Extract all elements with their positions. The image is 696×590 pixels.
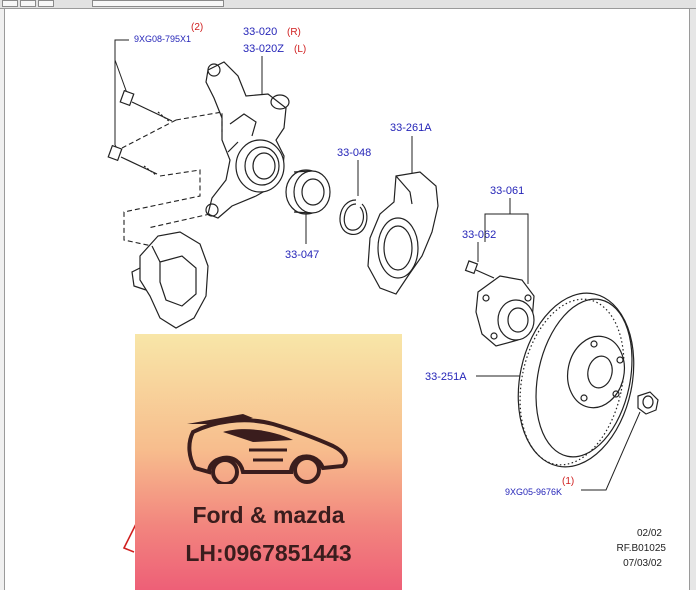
hub-assy-label: 33-061 <box>490 185 524 197</box>
bearing-label: 33-047 <box>285 249 319 261</box>
knuckle-l-side: (L) <box>294 44 306 55</box>
stamp-fragment <box>122 523 137 553</box>
toolbar-field[interactable] <box>92 0 224 7</box>
knuckle-r-side: (R) <box>287 27 301 38</box>
wheel-hub <box>464 198 535 347</box>
disc-label: 33-251A <box>425 371 467 383</box>
nut-qty-label: (1) <box>562 476 574 487</box>
mounting-bolts <box>107 39 173 176</box>
dust-shield-label: 33-261A <box>390 122 432 134</box>
viewer-toolbar <box>0 0 696 9</box>
wheel-bearing <box>285 169 331 244</box>
sports-car-icon <box>187 414 348 484</box>
advertisement-overlay: Ford & mazda LH:0967851443 <box>135 334 402 590</box>
ad-brand-text: Ford & mazda <box>192 502 345 528</box>
snap-ring <box>339 160 368 235</box>
brake-disc <box>476 292 635 468</box>
bolt-code-label: 9XG08-795X1 <box>134 34 191 44</box>
footer-page: 02/02 <box>637 528 662 539</box>
dust-shield <box>367 136 439 295</box>
assembly-guide-lines <box>121 111 223 247</box>
footer-ref: RF.B01025 <box>617 543 667 554</box>
vertical-scrollbar[interactable] <box>690 9 696 590</box>
toolbar-button[interactable] <box>20 0 36 7</box>
snap-ring-label: 33-048 <box>337 147 371 159</box>
toolbar-button[interactable] <box>2 0 18 7</box>
nut-code-label: 9XG05-9676K <box>505 487 562 497</box>
brake-caliper <box>131 231 209 329</box>
footer-date: 07/03/02 <box>623 558 662 569</box>
steering-knuckle <box>205 56 290 219</box>
toolbar-button[interactable] <box>38 0 54 7</box>
hub-nut <box>581 391 659 491</box>
ad-phone-text: LH:0967851443 <box>185 540 352 566</box>
bolt-qty-label: (2) <box>191 22 203 33</box>
knuckle-l-label: 33-020Z <box>243 43 284 55</box>
hub-bolt-label: 33-062 <box>462 229 496 241</box>
knuckle-r-label: 33-020 <box>243 26 277 38</box>
